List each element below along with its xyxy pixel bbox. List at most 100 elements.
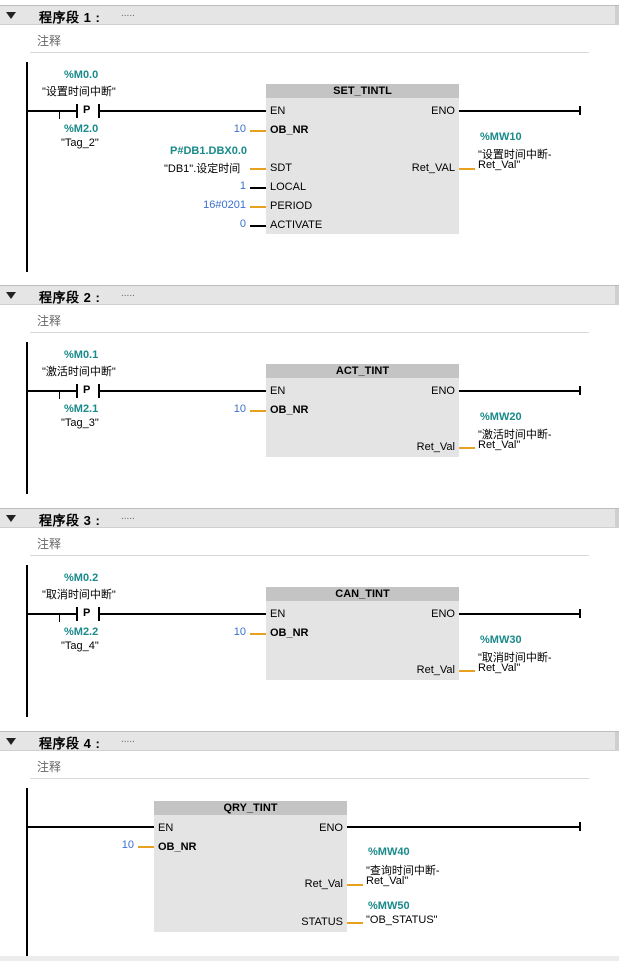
contact-type-label: P [83, 607, 91, 619]
status-tag[interactable]: "OB_STATUS" [366, 914, 438, 926]
segment-title-placeholder[interactable]: ..... [121, 8, 135, 19]
segment-title: 程序段 4 : [39, 736, 101, 751]
pin-wire [459, 447, 475, 449]
pin-en: EN [270, 105, 286, 117]
can-tint-block[interactable]: CAN_TINT EN OB_NR ENO Ret_Val [266, 587, 459, 680]
p-edge-contact[interactable]: P [76, 104, 100, 118]
segment-3-header[interactable]: 程序段 3 : ..... [0, 508, 619, 528]
ret-val-tag[interactable]: "激活时间中断- [478, 429, 552, 441]
eno-wire [459, 110, 580, 112]
ret-val-tag[interactable]: "取消时间中断- [478, 652, 552, 664]
segment-1-header[interactable]: 程序段 1 : ..... [0, 5, 619, 25]
power-rail [26, 565, 28, 717]
ret-val-tag[interactable]: "设置时间中断- [478, 149, 552, 161]
ret-val-address: %MW20 [480, 411, 522, 423]
p-edge-contact[interactable]: P [76, 384, 100, 398]
pin-ret-val: Ret_Val [416, 441, 455, 453]
segment-4-header[interactable]: 程序段 4 : ..... [0, 731, 619, 751]
sdt-address: P#DB1.DBX0.0 [170, 145, 248, 157]
ob-nr-value[interactable]: 10 [233, 403, 246, 415]
pin-wire [138, 846, 154, 848]
contact-address: %M0.2 [64, 572, 99, 584]
pin-wire [250, 168, 266, 170]
ob-nr-value[interactable]: 10 [233, 123, 246, 135]
edge-tag[interactable]: "Tag_3" [61, 417, 99, 429]
pin-local: LOCAL [270, 181, 307, 193]
pin-period: PERIOD [270, 200, 313, 212]
power-rail [26, 342, 28, 494]
rung-wire [28, 826, 154, 828]
rung-wire [28, 613, 78, 615]
ret-val-address: %MW40 [368, 846, 410, 858]
status-address: %MW50 [368, 900, 410, 912]
pin-ob-nr: OB_NR [270, 124, 309, 136]
edge-memory-wire [59, 111, 60, 119]
ret-val-tag-cont: Ret_Val" [478, 159, 521, 171]
segment-comment[interactable]: 注释 [37, 34, 62, 48]
p-edge-contact[interactable]: P [76, 607, 100, 621]
ob-nr-value[interactable]: 10 [233, 626, 246, 638]
pin-wire [250, 206, 266, 208]
rung-end [579, 609, 581, 618]
edge-memory-wire [59, 391, 60, 399]
collapse-triangle-icon[interactable] [6, 292, 16, 299]
pin-wire [250, 130, 266, 132]
activate-value[interactable]: 0 [239, 218, 246, 230]
rung-wire [28, 390, 78, 392]
pin-eno: ENO [431, 105, 455, 117]
header-endcap [615, 286, 619, 304]
bottom-scroll-strip [0, 956, 619, 961]
segment-comment[interactable]: 注释 [37, 314, 62, 328]
edge-address: %M2.2 [64, 626, 99, 638]
qry-tint-block[interactable]: QRY_TINT EN OB_NR ENO Ret_Val STATUS [154, 801, 347, 932]
rung-end [579, 386, 581, 395]
ob-nr-value[interactable]: 10 [121, 839, 134, 851]
collapse-triangle-icon[interactable] [6, 515, 16, 522]
contact-type-label: P [83, 384, 91, 396]
segment-title-placeholder[interactable]: ..... [121, 511, 135, 522]
pin-en: EN [158, 822, 174, 834]
segment-comment[interactable]: 注释 [37, 760, 62, 774]
pin-status: STATUS [301, 916, 343, 928]
contact-tag[interactable]: "激活时间中断" [42, 366, 116, 378]
sdt-tag[interactable]: "DB1".设定时间 [164, 163, 241, 175]
rung-end [579, 822, 581, 831]
eno-wire [347, 826, 580, 828]
segment-title-placeholder[interactable]: ..... [121, 734, 135, 745]
edge-tag[interactable]: "Tag_4" [61, 640, 99, 652]
collapse-triangle-icon[interactable] [6, 738, 16, 745]
rung-wire [100, 390, 266, 392]
pin-ob-nr: OB_NR [270, 404, 309, 416]
edge-tag[interactable]: "Tag_2" [61, 137, 99, 149]
segment-title: 程序段 1 : [39, 10, 101, 25]
segment-2-header[interactable]: 程序段 2 : ..... [0, 285, 619, 305]
header-endcap [615, 6, 619, 24]
segment-title-placeholder[interactable]: ..... [121, 288, 135, 299]
local-value[interactable]: 1 [239, 180, 246, 192]
period-value[interactable]: 16#0201 [203, 199, 246, 211]
contact-tag[interactable]: "设置时间中断" [42, 86, 116, 98]
block-title: QRY_TINT [154, 801, 347, 815]
pin-ob-nr: OB_NR [158, 841, 197, 853]
pin-ret-val: Ret_VAL [411, 162, 455, 174]
pin-wire [459, 670, 475, 672]
pin-ret-val: Ret_Val [416, 664, 455, 676]
block-title: CAN_TINT [266, 587, 459, 601]
pin-wire [250, 410, 266, 412]
collapse-triangle-icon[interactable] [6, 12, 16, 19]
pin-wire [347, 922, 363, 924]
contact-tag[interactable]: "取消时间中断" [42, 589, 116, 601]
act-tint-block[interactable]: ACT_TINT EN OB_NR ENO Ret_Val [266, 364, 459, 457]
segment-comment[interactable]: 注释 [37, 537, 62, 551]
set-tintl-block[interactable]: SET_TINTL EN OB_NR SDT LOCAL PERIOD ACTI… [266, 84, 459, 234]
pin-wire [459, 168, 475, 170]
pin-ret-val: Ret_Val [304, 878, 343, 890]
eno-wire [459, 613, 580, 615]
pin-sdt: SDT [270, 162, 292, 174]
rung-wire [28, 110, 78, 112]
ret-val-tag[interactable]: "查询时间中断- [366, 865, 440, 877]
rung-wire [100, 110, 266, 112]
header-endcap [615, 509, 619, 527]
comment-divider [30, 52, 589, 53]
pin-wire [250, 187, 266, 189]
